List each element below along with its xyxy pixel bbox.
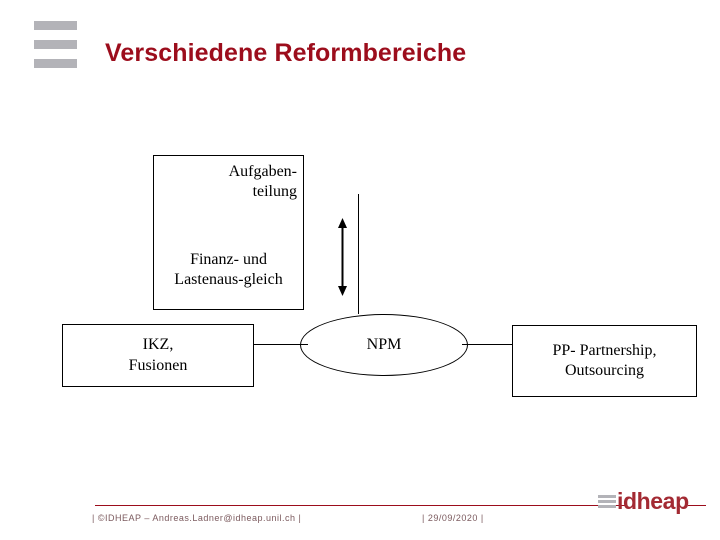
logo-bar-3 xyxy=(598,505,616,508)
header-bar-3 xyxy=(34,59,77,68)
shape-ppp-outsourcing-label: PP- Partnership, Outsourcing xyxy=(552,341,657,379)
logo-bar-1 xyxy=(598,495,616,498)
shape-npm[interactable]: NPM xyxy=(300,314,468,376)
connector-npm-to-ppp xyxy=(462,344,513,345)
header-bar-1 xyxy=(34,21,77,30)
shape-aufgabenteilung-label-bottom: Finanz- und Lastenaus-gleich xyxy=(174,251,283,289)
header-bar-2 xyxy=(34,40,77,49)
footer-credit: | ©IDHEAP – Andreas.Ladner@idheap.unil.c… xyxy=(92,513,302,523)
header-decoration-bars xyxy=(34,21,77,71)
footer-divider-right xyxy=(688,505,706,506)
shape-aufgabenteilung-label-top: Aufgaben- teilung xyxy=(228,163,297,201)
footer-divider xyxy=(95,505,625,506)
shape-ikz-fusionen[interactable]: IKZ, Fusionen xyxy=(62,324,254,387)
footer-date: | 29/09/2020 | xyxy=(422,513,484,523)
idheap-logo: idheap xyxy=(598,489,689,513)
logo-text: idheap xyxy=(617,487,689,514)
shape-npm-label: NPM xyxy=(366,335,402,353)
logo-bar-2 xyxy=(598,500,616,503)
shape-aufgabenteilung[interactable]: Aufgaben- teilung Finanz- und Lastenaus-… xyxy=(153,155,304,310)
page-title: Verschiedene Reformbereiche xyxy=(105,39,467,67)
connector-ikz-to-npm xyxy=(253,344,308,345)
logo-bars-icon xyxy=(598,493,616,509)
shape-ppp-outsourcing[interactable]: PP- Partnership, Outsourcing xyxy=(512,325,697,397)
double-headed-arrow-icon xyxy=(338,218,347,296)
connector-vertical-stem xyxy=(358,194,359,314)
shape-ikz-fusionen-label: IKZ, Fusionen xyxy=(128,336,188,374)
